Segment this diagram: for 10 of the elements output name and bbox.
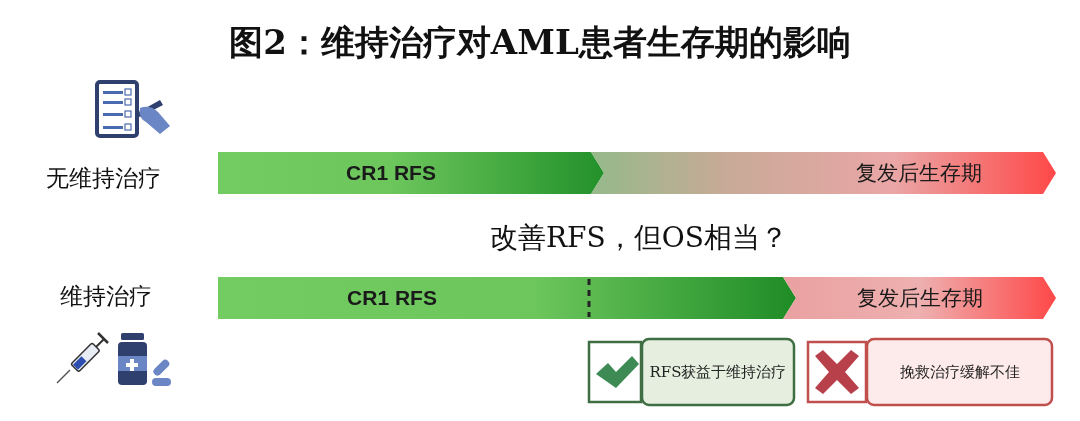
band-label: CR1 RFS — [347, 286, 437, 310]
question-text: 改善RFS，但OS相当？ — [490, 220, 788, 256]
title: 图2：维持治疗对AML患者生存期的影响 — [228, 21, 852, 64]
band-label: 复发后生存期 — [856, 285, 983, 312]
band-label: CR1 RFS — [346, 161, 436, 185]
note-text: 挽救治疗缓解不佳 — [899, 362, 1020, 382]
row-label: 维持治疗 — [60, 282, 152, 311]
row-label: 无维持治疗 — [46, 164, 161, 193]
band-label: 复发后生存期 — [855, 160, 982, 187]
note-text: RFS获益于维持治疗 — [649, 362, 787, 382]
